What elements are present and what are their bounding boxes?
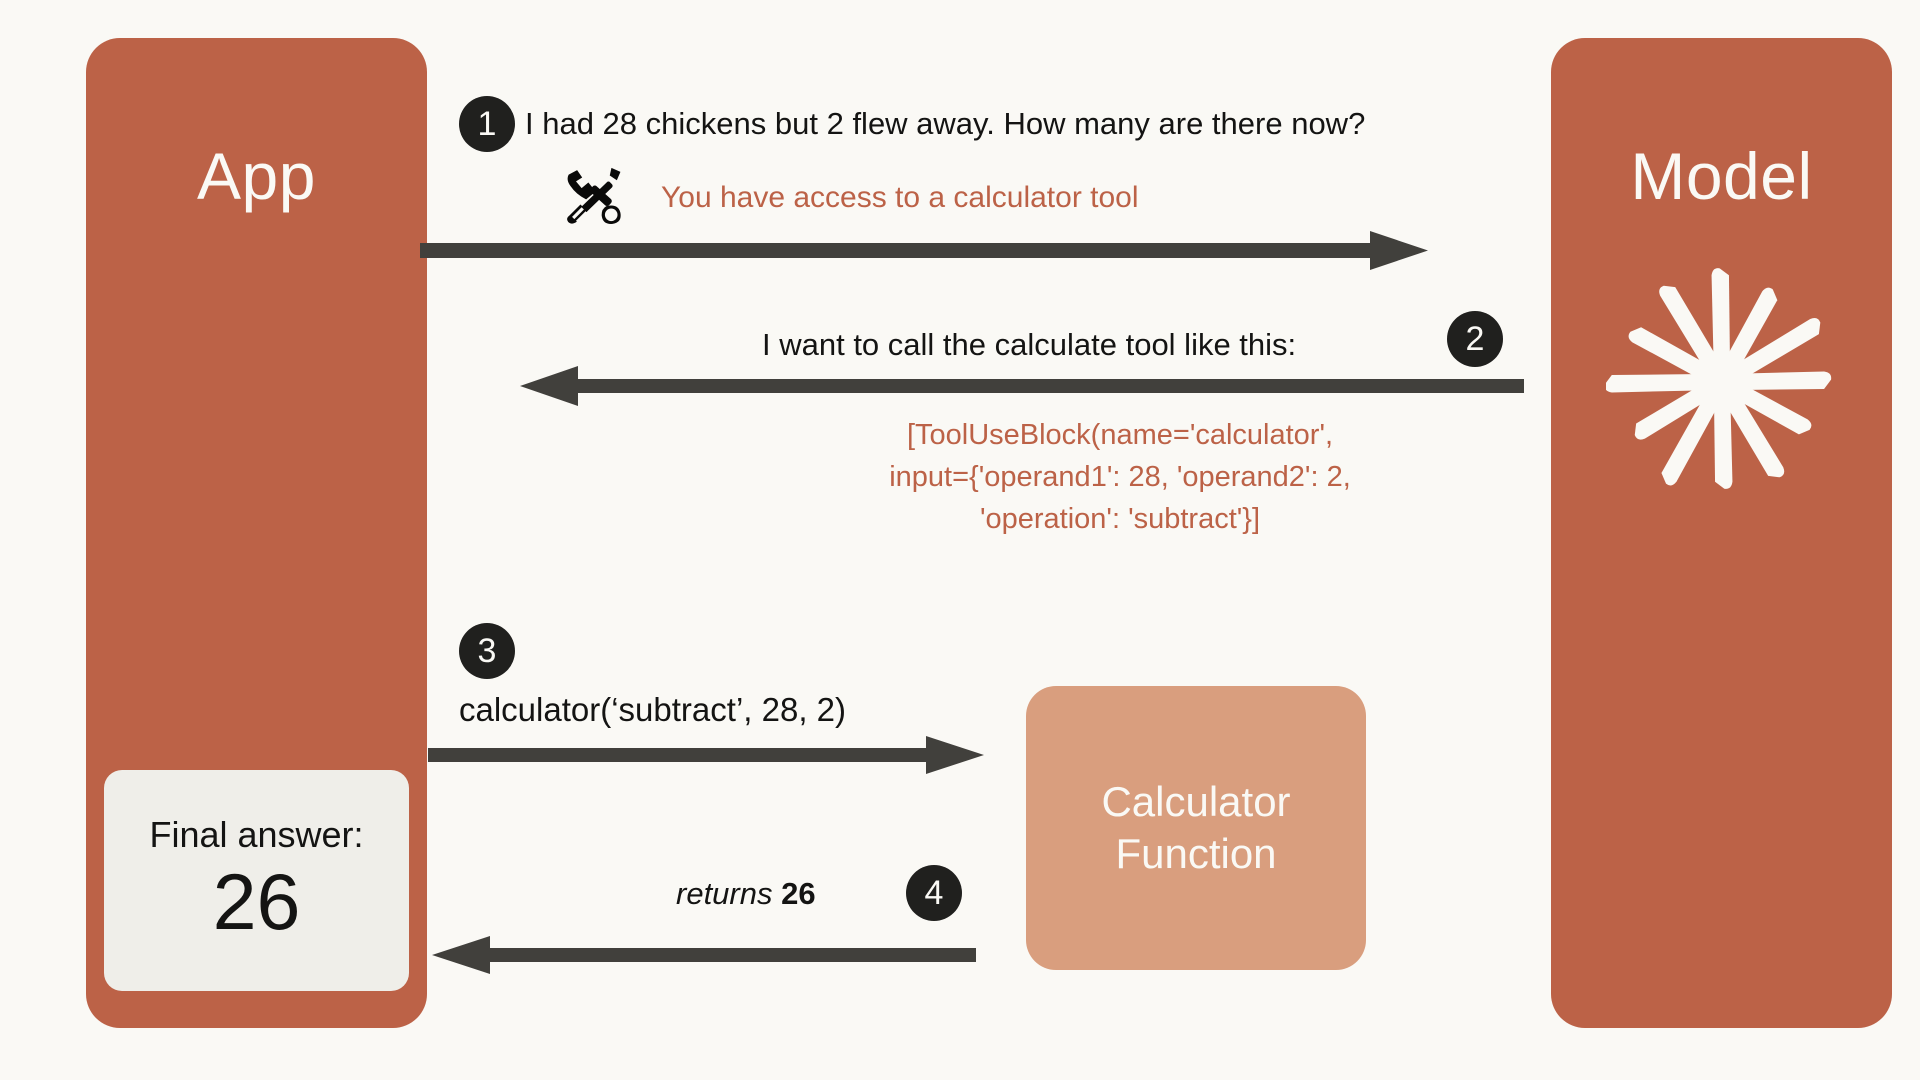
step-4-return-label: returns 26 [676,874,816,915]
step-4-returns-value: 26 [781,876,816,911]
calculator-box-line1: Calculator [1101,777,1291,825]
step-2-tool-use-payload: [ToolUseBlock(name='calculator', input={… [889,419,1351,536]
step-2-message: I want to call the calculate tool like t… [762,327,1297,362]
arrow-model-to-app [520,366,1524,406]
calculator-function-box: Calculator Function [1026,686,1366,970]
arrow-app-to-model [420,231,1428,270]
step-2-badge: 2 [1447,311,1503,367]
final-answer-card: Final answer: 26 [104,770,409,991]
final-answer-label: Final answer: [149,814,364,856]
step-4-returns-word: returns [676,876,773,911]
step-3-function-call: calculator(‘subtract’, 28, 2) [459,691,846,728]
step-1-tool-note: You have access to a calculator tool [661,181,1139,214]
calculator-box-line2: Function [1115,830,1277,877]
arrow-calculator-to-app [432,936,976,974]
final-answer-value: 26 [212,857,301,947]
model-panel: Model [1551,38,1892,1028]
app-panel-title: App [197,139,316,213]
anthropic-starburst-icon [1605,268,1831,489]
arrow-app-to-calculator [428,736,984,774]
step-1-badge: 1 [459,96,515,152]
step-3-badge: 3 [459,623,515,679]
hammer-and-wrench-icon [567,167,621,224]
step-4-badge: 4 [906,865,962,921]
step-1-user-question: I had 28 chickens but 2 flew away. How m… [525,106,1366,141]
model-panel-title: Model [1630,139,1813,213]
